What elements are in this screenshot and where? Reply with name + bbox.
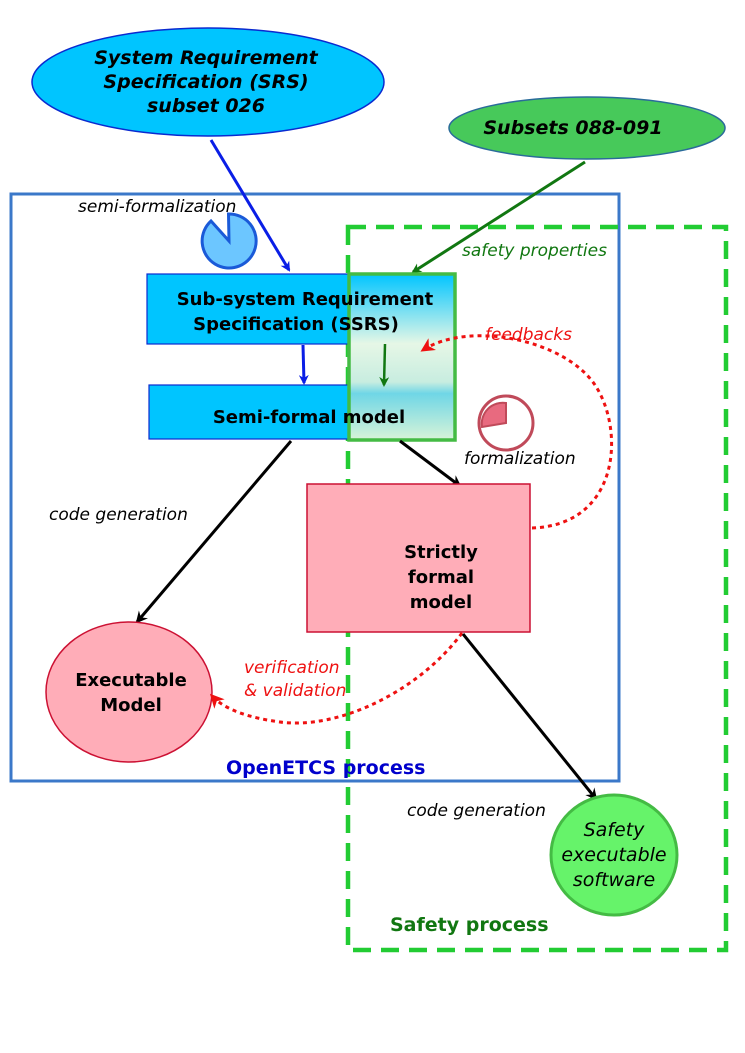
semiformal-to-strict-arrow — [399, 439, 462, 488]
executable-model-node: Executable Model — [45, 621, 213, 763]
safety-sw-line1: Safety — [584, 819, 646, 841]
openetcs-process-frame — [9, 192, 621, 783]
ssrs-line1: Sub-system Requirement — [177, 289, 434, 310]
strict-to-safety-software-arrow — [461, 633, 598, 801]
ssrs-to-semiformal-arrow — [298, 344, 309, 385]
safety-sw-line3: software — [573, 869, 655, 891]
semi-formalization-label: semi-formalization — [78, 197, 236, 217]
strict-line2: formal — [408, 567, 474, 588]
verification-validation-arrow — [209, 632, 464, 725]
safety-process-frame — [345, 224, 729, 953]
subsets-to-ssrs-arrow — [411, 160, 586, 274]
strict-line3: model — [410, 592, 472, 613]
safety-properties-label: safety properties — [462, 241, 607, 261]
verification-label-line1: verification — [244, 658, 340, 678]
ssrs-line2: Specification (SSRS) — [193, 314, 399, 335]
srs-line3: subset 026 — [147, 95, 265, 117]
feedbacks-arrow — [420, 334, 613, 530]
feedbacks-label: feedbacks — [485, 325, 572, 345]
safety-sw-line2: executable — [561, 844, 666, 866]
code-generation-label-1: code generation — [49, 505, 188, 525]
srs-node: System Requirement Specification (SRS) s… — [31, 27, 385, 137]
safety-executable-software-node: Safety executable software — [549, 793, 679, 917]
formalization-pie-icon — [477, 394, 535, 452]
srs-to-ssrs-arrow — [209, 139, 291, 272]
openetcs-process-label: OpenETCS process — [226, 757, 426, 779]
safety-process-label: Safety process — [390, 914, 549, 936]
subsets-label: Subsets 088-091 — [483, 117, 662, 139]
strict-line1: Strictly — [404, 542, 478, 563]
verification-label-line2: & validation — [244, 681, 346, 701]
semi-formal-model-label: Semi-formal model — [213, 407, 405, 428]
executable-line1: Executable — [75, 670, 187, 691]
strictly-formal-model-node: Strictly formal model — [306, 483, 531, 633]
srs-line2: Specification (SRS) — [103, 71, 308, 93]
code-generation-label-2: code generation — [407, 801, 546, 821]
executable-line2: Model — [100, 695, 162, 716]
semiformal-to-executable-arrow — [135, 440, 293, 624]
formalization-label: formalization — [464, 449, 576, 469]
srs-line1: System Requirement — [94, 47, 318, 69]
subsets-node: Subsets 088-091 — [448, 96, 726, 160]
semi-formalization-pie-icon — [200, 212, 258, 270]
safety-overlay-box — [347, 272, 457, 442]
